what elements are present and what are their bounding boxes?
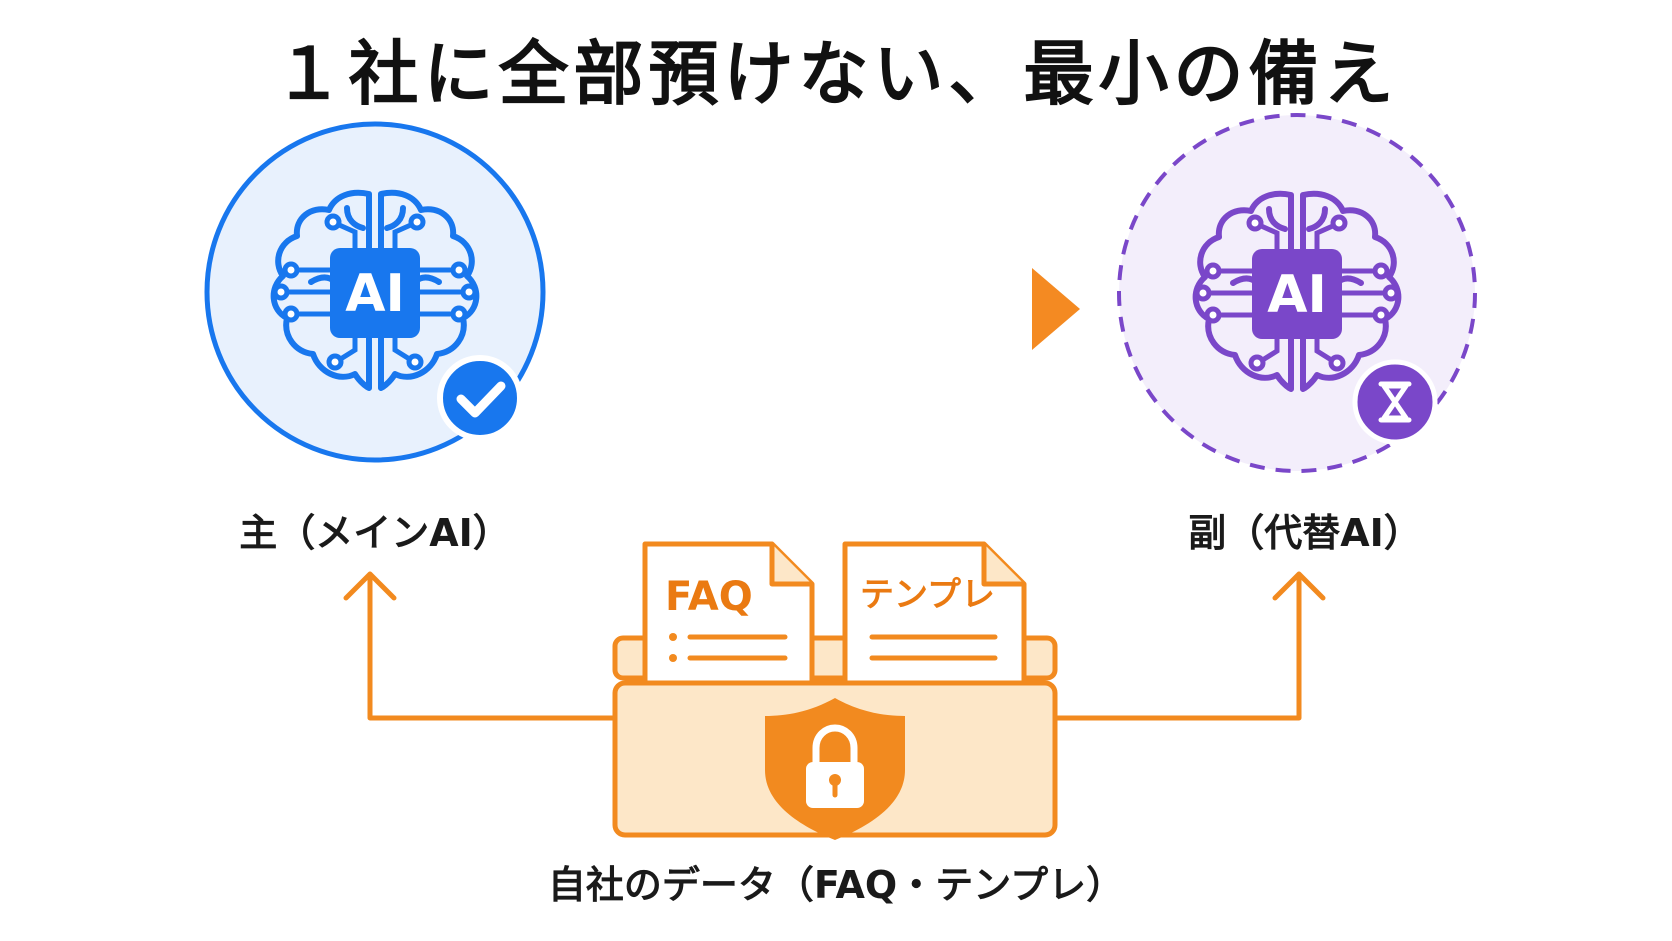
connector-to-main [343, 571, 618, 721]
sub-ai-chip-text: AI [1267, 265, 1327, 325]
main-ai-chip-text: AI [345, 264, 405, 324]
connector-to-sub [1052, 571, 1326, 721]
check-icon [437, 355, 523, 441]
hourglass-icon [1352, 359, 1438, 445]
data-folder: FAQ テンプレ [612, 541, 1058, 840]
data-label: 自社のデータ（FAQ・テンプレ） [547, 863, 1125, 907]
sub-ai-node: AI [1117, 113, 1477, 473]
page-title: １社に全部預けない、最小の備え [273, 33, 1399, 115]
ai-chip-icon [1252, 249, 1342, 339]
shield-lock-icon [765, 698, 905, 840]
faq-doc-title: FAQ [665, 574, 753, 620]
main-ai-node: AI [204, 121, 546, 463]
faq-document: FAQ [642, 541, 815, 703]
sub-ai-label: 副（代替AI） [1188, 511, 1422, 555]
ai-chip-icon [330, 248, 420, 338]
main-ai-label: 主（メインAI） [239, 511, 511, 555]
template-document: テンプレ [842, 541, 1027, 703]
template-doc-title: テンプレ [860, 575, 995, 615]
failover-arrow [592, 268, 1080, 350]
